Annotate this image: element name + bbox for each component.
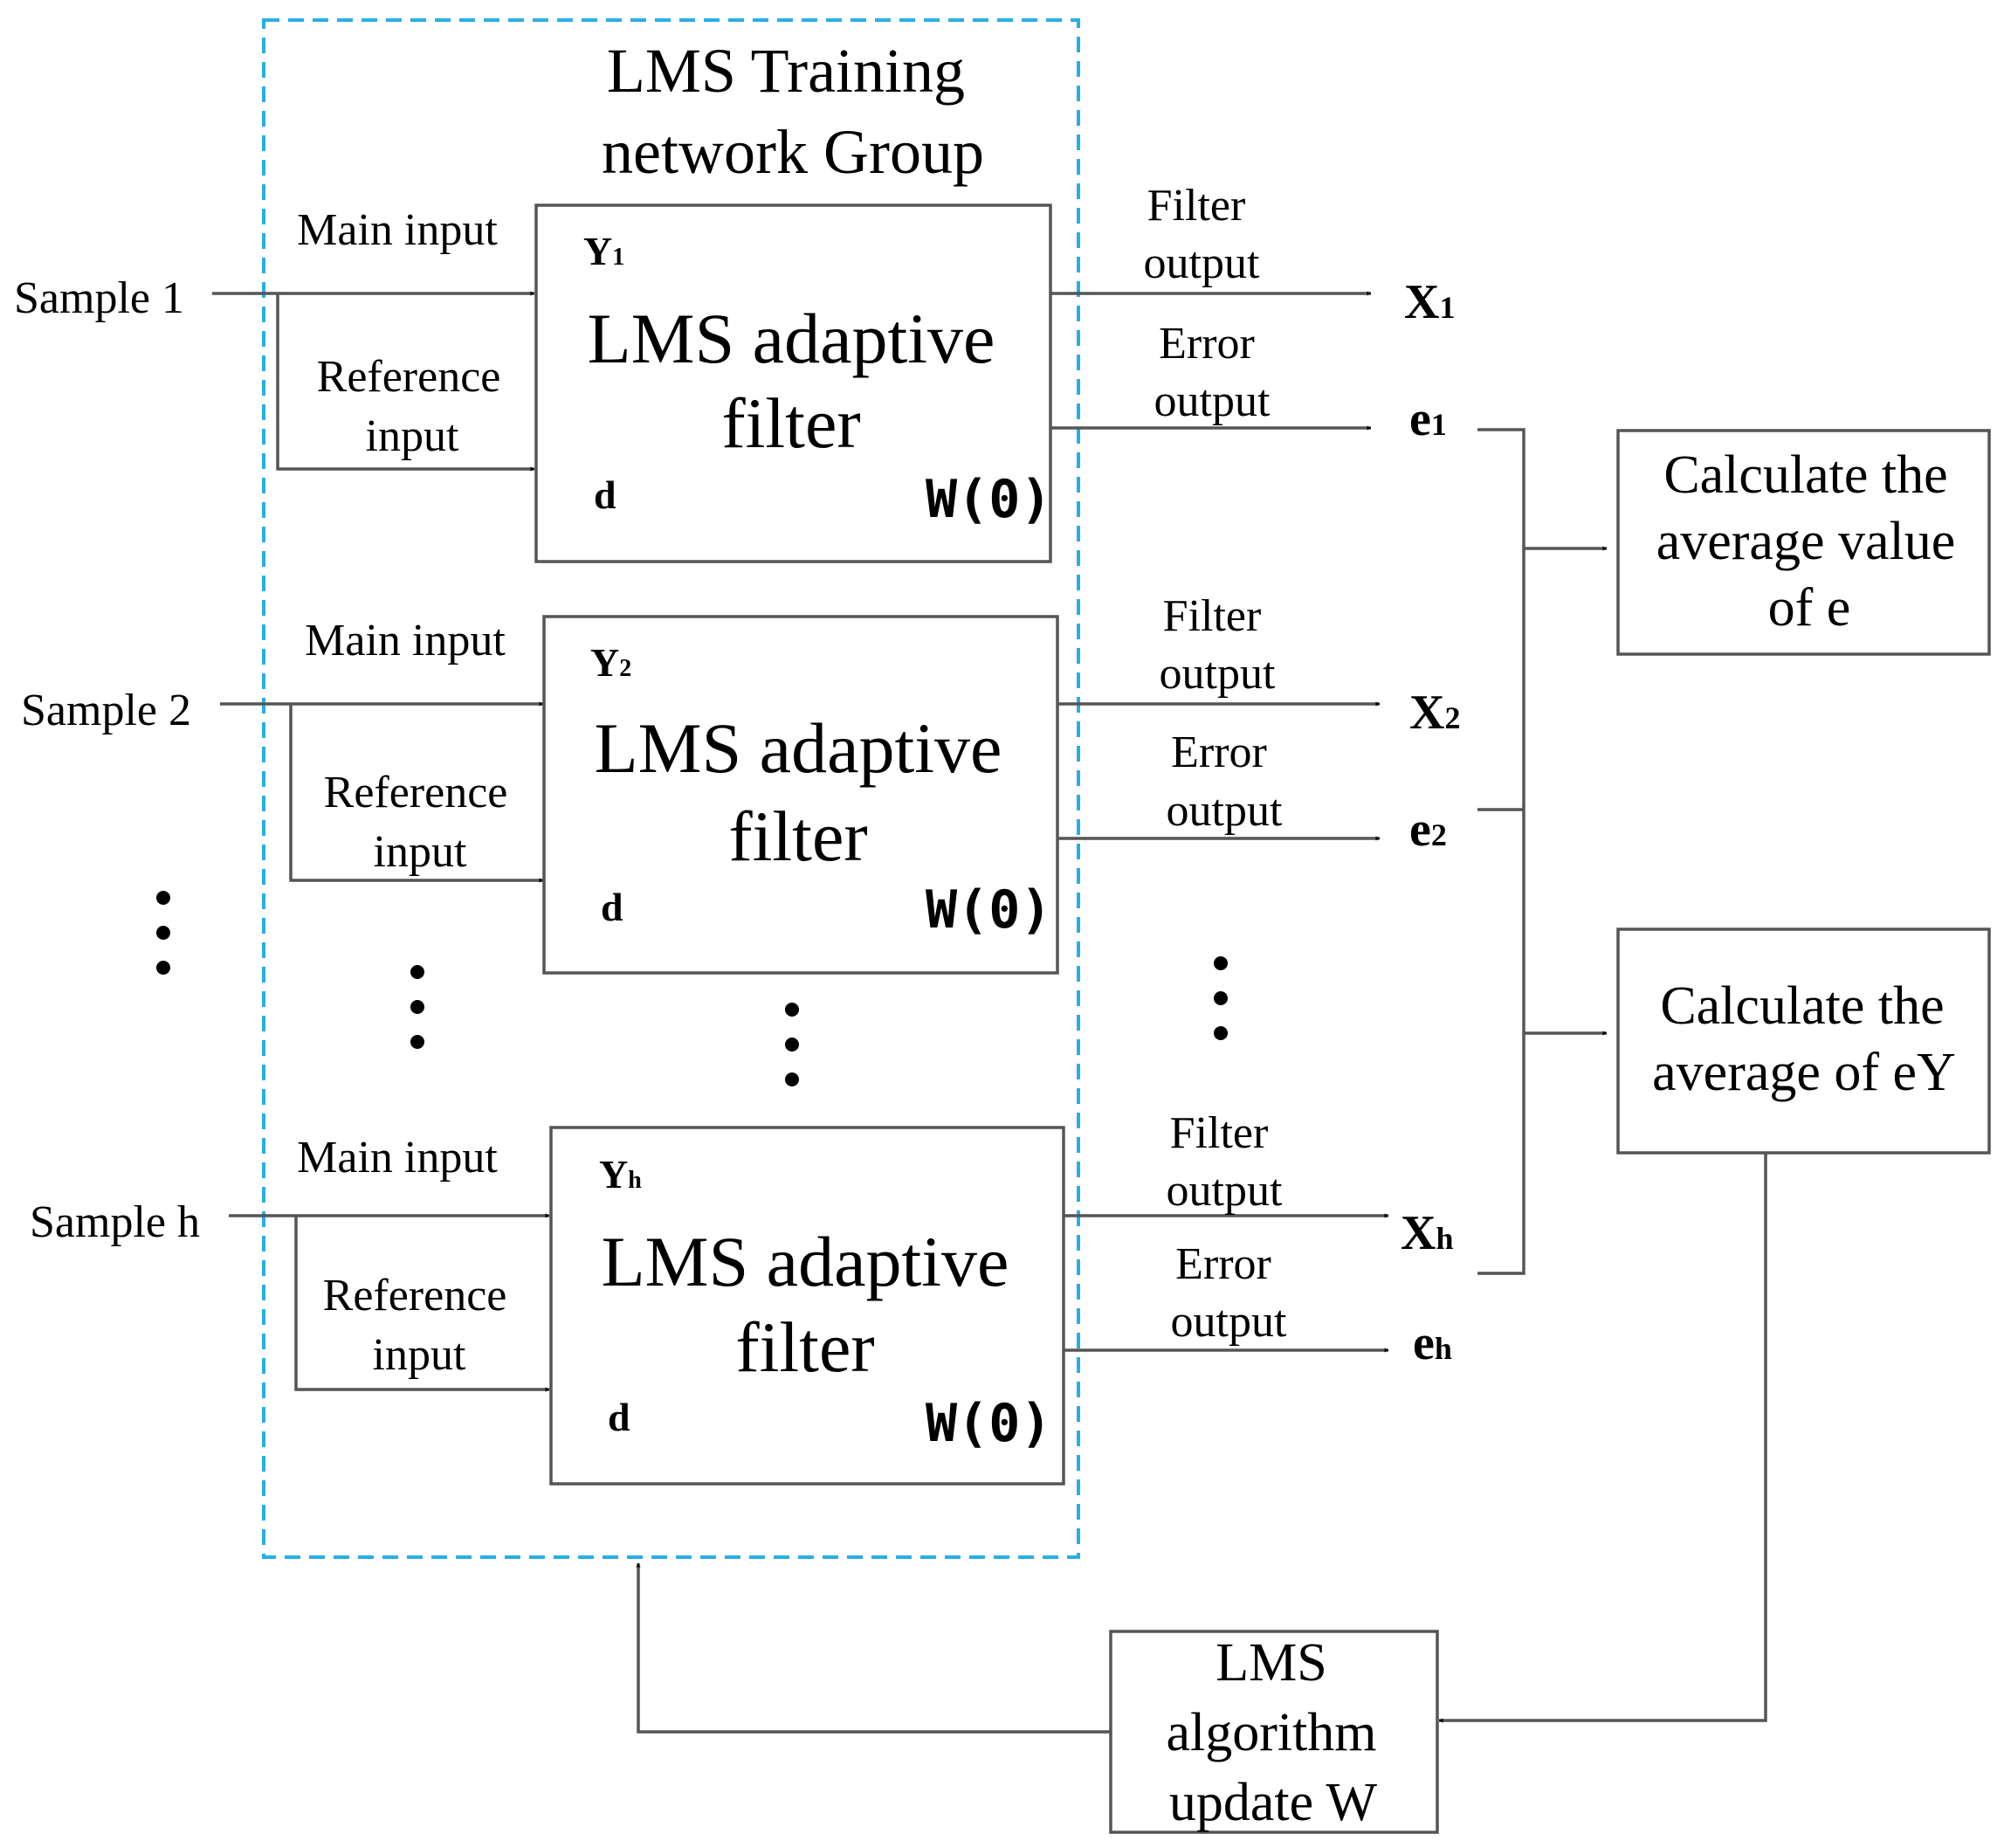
output-xh-label: Xh [1401, 1206, 1453, 1260]
lms-update-line2: algorithm [1166, 1703, 1376, 1762]
ellipsis-inputs [410, 965, 424, 1049]
filter-2-weight-label: W(0) [926, 879, 1052, 941]
output-x1-label: X1 [1404, 275, 1455, 329]
lms-adaptive-filter-1 [534, 203, 1052, 563]
filter-h-d-label: d [608, 1395, 630, 1439]
filter-row-h: Sample h Main input Reference input Yh L… [30, 1108, 1453, 1486]
reference-input-h-label-line1: Reference [323, 1271, 507, 1320]
lms-adaptive-filter-h [549, 1126, 1065, 1486]
filter-output-h-label-line2: output [1167, 1166, 1283, 1216]
output-e1-label: e1 [1409, 392, 1447, 446]
error-output-2-label-line2: output [1167, 786, 1283, 836]
error-output-1-label-line1: Error [1159, 319, 1255, 369]
reference-input-1-label-line1: Reference [317, 352, 501, 402]
main-input-2-label: Main input [305, 616, 506, 665]
ellipsis-samples [156, 891, 170, 975]
main-input-h-label: Main input [297, 1133, 498, 1183]
filter-2-y-label: Y2 [590, 640, 631, 685]
main-input-1-label: Main input [297, 205, 498, 255]
reference-input-2-arrow [289, 704, 544, 883]
calc-average-e-line1: Calculate the [1663, 445, 1947, 505]
filter-row-2: Sample 2 Main input Reference input Y2 L… [21, 591, 1460, 975]
error-output-h-label-line1: Error [1175, 1239, 1271, 1289]
filter-output-1-label-line1: Filter [1147, 181, 1246, 231]
ey-to-update-arrow [1438, 1153, 1767, 1723]
calc-average-ey-box [1616, 927, 1991, 1155]
ellipsis-outputs [1214, 956, 1228, 1040]
lms-update-line1: LMS [1215, 1633, 1326, 1693]
sample-1-label: Sample 1 [14, 273, 184, 323]
filter-2-title-line1: LMS adaptive [595, 708, 1002, 788]
reference-input-2-label-line1: Reference [324, 768, 508, 817]
output-eh-label: eh [1413, 1316, 1452, 1370]
filter-1-weight-label: W(0) [926, 469, 1052, 530]
filter-output-2-label-line2: output [1160, 649, 1276, 699]
lms-update-box [1109, 1630, 1439, 1834]
lms-adaptive-filter-2 [542, 615, 1059, 975]
filter-2-title-line2: filter [728, 796, 867, 876]
calc-average-ey-line2: average of eY [1652, 1043, 1956, 1102]
output-x2-label: X2 [1409, 686, 1460, 740]
sample-2-label: Sample 2 [21, 686, 191, 735]
filter-1-d-label: d [594, 472, 616, 517]
filter-1-title-line1: LMS adaptive [588, 299, 995, 378]
reference-input-h-label-line2: input [373, 1330, 466, 1380]
filter-1-title-line2: filter [721, 383, 860, 463]
reference-input-2-label-line2: input [374, 827, 467, 877]
filter-output-2-label-line1: Filter [1163, 591, 1262, 641]
group-title-line1: LMS Training [607, 36, 965, 106]
error-output-1-label-line2: output [1154, 376, 1271, 426]
reference-input-h-arrow [294, 1216, 550, 1392]
lms-update-line3: update W [1169, 1773, 1378, 1832]
calc-average-ey-line1: Calculate the [1660, 976, 1944, 1036]
error-bus [1477, 428, 1525, 1275]
filter-output-h-label-line1: Filter [1170, 1108, 1269, 1158]
filter-h-y-label: Yh [599, 1152, 642, 1196]
error-output-2-label-line1: Error [1171, 727, 1267, 777]
reference-input-1-label-line2: input [366, 411, 459, 461]
filter-h-weight-label: W(0) [926, 1393, 1052, 1454]
error-output-h-label-line2: output [1171, 1297, 1287, 1347]
group-title-line2: network Group [602, 117, 984, 187]
filter-h-title-line2: filter [735, 1307, 874, 1387]
update-to-group-arrow [636, 1562, 1111, 1734]
filter-output-1-label-line2: output [1144, 238, 1260, 288]
filter-2-d-label: d [601, 885, 623, 929]
calc-average-e-line2: average value [1656, 512, 1955, 571]
ellipsis-filters [785, 1003, 799, 1086]
filter-1-y-label: Y1 [583, 229, 624, 273]
reference-input-1-arrow [276, 293, 535, 472]
calc-average-e-box [1616, 429, 1991, 656]
filter-h-title-line1: LMS adaptive [602, 1222, 1009, 1301]
calc-average-e-line3: of e [1768, 578, 1851, 638]
output-e2-label: e2 [1409, 803, 1447, 857]
sample-h-label: Sample h [30, 1197, 200, 1247]
filter-row-1: Sample 1 Main input Reference input Y1 L… [14, 181, 1455, 563]
